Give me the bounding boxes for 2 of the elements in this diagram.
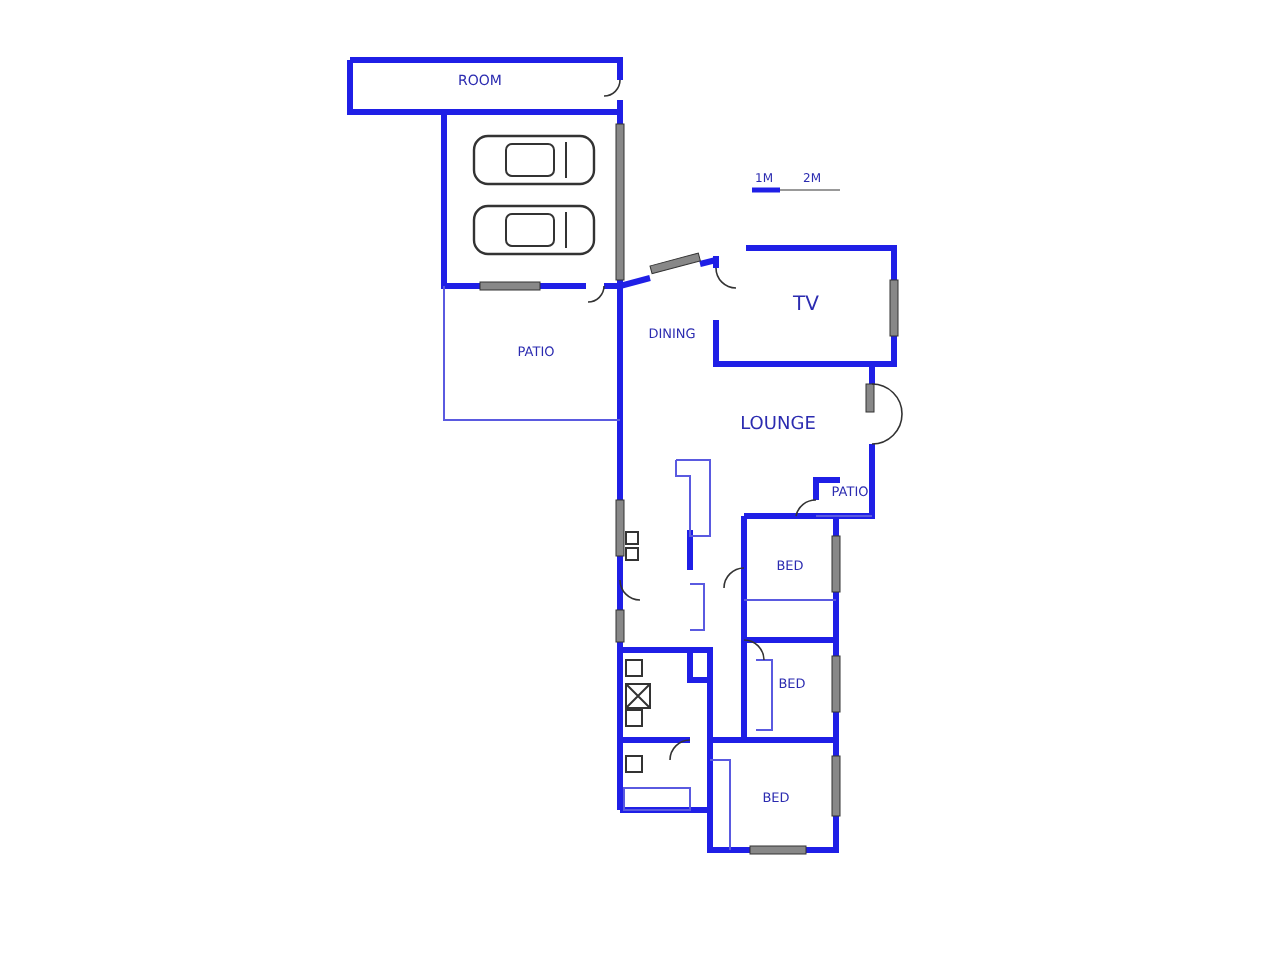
room-label: LOUNGE xyxy=(740,417,816,435)
room-label: TV xyxy=(793,296,819,316)
